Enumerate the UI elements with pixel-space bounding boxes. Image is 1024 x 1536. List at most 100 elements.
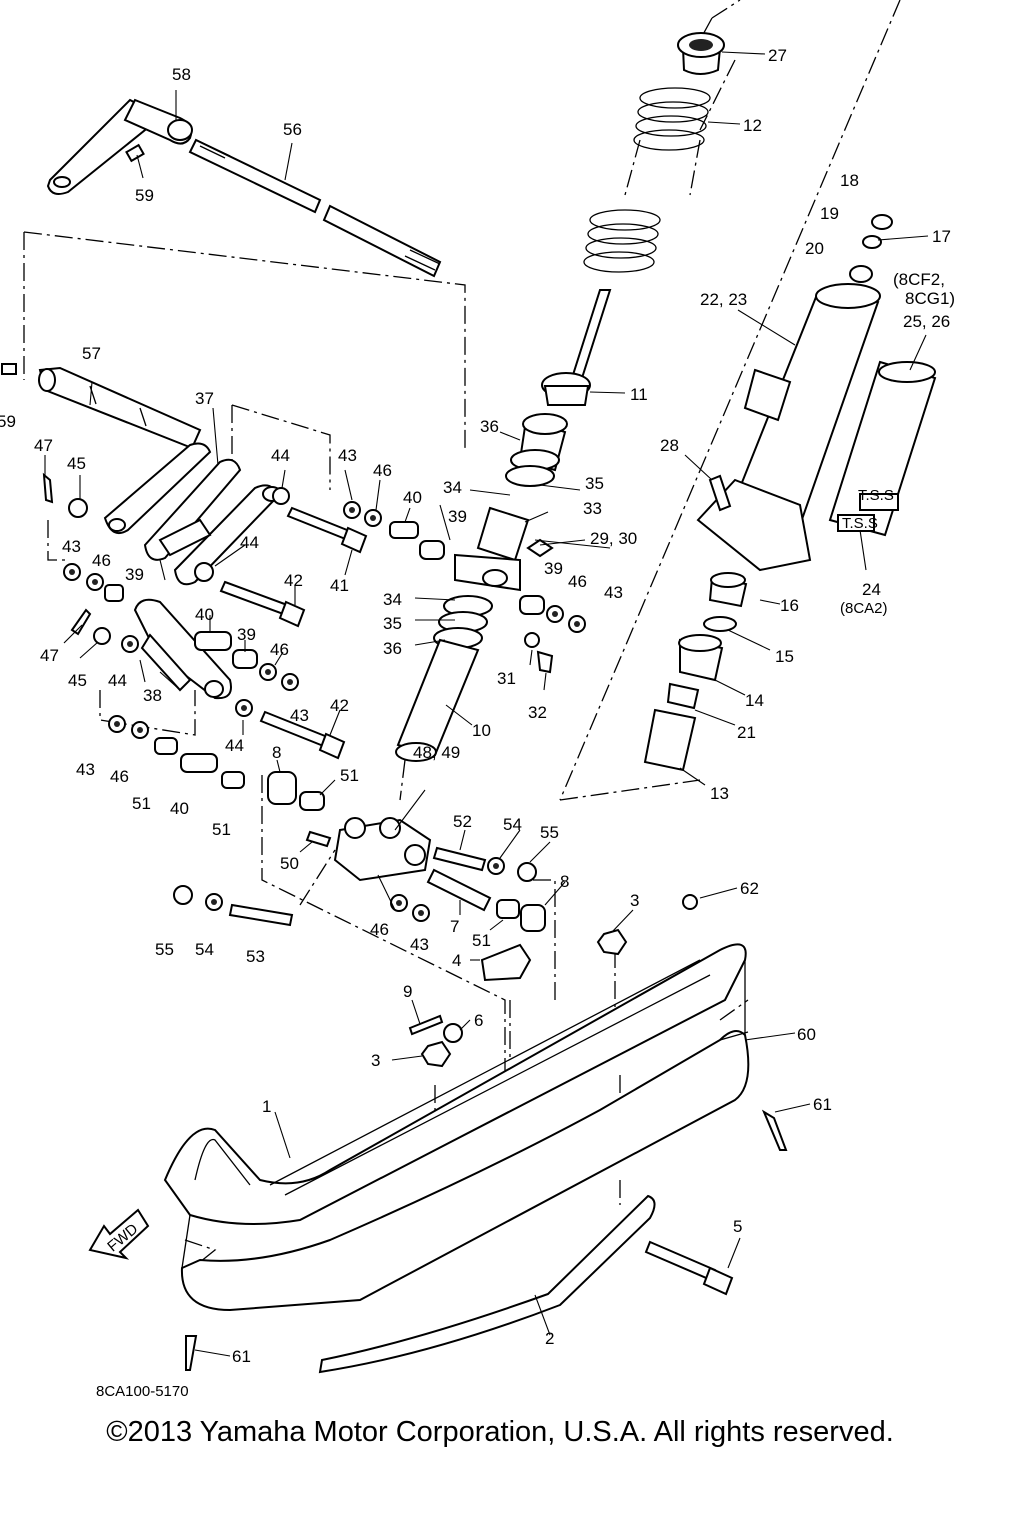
label-53: 53 xyxy=(246,947,265,966)
label-6: 6 xyxy=(474,1011,483,1030)
label-27: 27 xyxy=(768,46,787,65)
label-15: 15 xyxy=(775,647,794,666)
label-44-a: 44 xyxy=(271,446,290,465)
part-1-ski xyxy=(163,943,750,1312)
label-46-d: 46 xyxy=(270,640,289,659)
part-12-spring xyxy=(583,87,711,273)
label-58: 58 xyxy=(172,65,191,84)
label-46-f: 46 xyxy=(370,920,389,939)
part-47-cotter-pin-lower xyxy=(70,608,92,636)
label-note-8cf2: (8CF2, xyxy=(893,270,945,289)
part-2-wear-bar xyxy=(318,1194,656,1374)
label-31: 31 xyxy=(497,669,516,688)
label-39-d: 39 xyxy=(237,625,256,644)
label-54-b: 54 xyxy=(195,940,214,959)
part-22-23-shock-body xyxy=(696,283,881,572)
part-61-pin-right xyxy=(761,1109,788,1151)
label-40-a: 40 xyxy=(403,488,422,507)
label-50: 50 xyxy=(280,854,299,873)
label-47-bottom: 47 xyxy=(40,646,59,665)
part-10-shock-body xyxy=(395,413,568,762)
label-35-bottom: 35 xyxy=(383,614,402,633)
leader-lines xyxy=(44,51,929,1357)
label-note-8cg1: 8CG1) xyxy=(905,289,955,308)
label-59-left: 59 xyxy=(0,412,16,431)
label-8-top: 8 xyxy=(272,743,281,762)
label-54-a: 54 xyxy=(503,815,522,834)
label-59-top: 59 xyxy=(135,186,154,205)
label-46-b: 46 xyxy=(92,551,111,570)
label-62: 62 xyxy=(740,879,759,898)
label-13: 13 xyxy=(710,784,729,803)
label-3-left: 3 xyxy=(371,1051,380,1070)
part-61-pin-left xyxy=(185,1335,198,1371)
label-43-b: 43 xyxy=(62,537,81,556)
part-11-shock-rod xyxy=(541,289,612,406)
label-1: 1 xyxy=(262,1097,271,1116)
label-46-e: 46 xyxy=(110,767,129,786)
label-33: 33 xyxy=(583,499,602,518)
label-2: 2 xyxy=(545,1329,554,1348)
label-43-e: 43 xyxy=(76,760,95,779)
label-51-a: 51 xyxy=(340,766,359,785)
part-24-label xyxy=(837,514,875,532)
label-4: 4 xyxy=(452,951,461,970)
label-28: 28 xyxy=(660,436,679,455)
label-39-b: 39 xyxy=(125,565,144,584)
label-17: 17 xyxy=(932,227,951,246)
parts-artwork xyxy=(1,32,937,1374)
label-51-d: 51 xyxy=(472,931,491,950)
diagram-code: 8CA100-5170 xyxy=(96,1383,189,1400)
label-25-26: 25, 26 xyxy=(903,312,950,331)
part-18-19-20-nuts xyxy=(849,214,893,283)
label-20: 20 xyxy=(805,239,824,258)
label-41: 41 xyxy=(330,576,349,595)
part-41-bolt xyxy=(286,506,368,554)
label-34-bottom: 34 xyxy=(383,590,402,609)
label-43-c: 43 xyxy=(604,583,623,602)
label-57: 57 xyxy=(82,344,101,363)
label-39-c: 39 xyxy=(544,559,563,578)
label-42-a: 42 xyxy=(284,571,303,590)
label-35-top: 35 xyxy=(585,474,604,493)
label-52: 52 xyxy=(453,812,472,831)
label-46-c: 46 xyxy=(568,572,587,591)
part-labels: 27 12 58 56 59 18 19 17 20 (8CF2, 8CG1) … xyxy=(0,46,955,1400)
label-8-bottom: 8 xyxy=(560,872,569,891)
label-55-b: 55 xyxy=(155,940,174,959)
part-53-stud xyxy=(228,903,294,927)
part-4-block xyxy=(480,943,532,982)
part-38-arm xyxy=(133,598,232,700)
part-48-49-block xyxy=(333,817,432,882)
part-59-set-screw-left xyxy=(1,363,17,375)
label-51-b: 51 xyxy=(132,794,151,813)
label-45-top: 45 xyxy=(67,454,86,473)
part-47-cotter-pin-upper xyxy=(42,472,54,504)
part-52-stud xyxy=(432,846,487,872)
label-16: 16 xyxy=(780,596,799,615)
label-36-top: 36 xyxy=(480,417,499,436)
part-42-bolt-upper xyxy=(219,580,306,628)
copyright-notice: ©2013 Yamaha Motor Corporation, U.S.A. A… xyxy=(106,1416,894,1448)
label-14: 14 xyxy=(745,691,764,710)
label-32: 32 xyxy=(528,703,547,722)
part-60-skag xyxy=(719,1031,749,1041)
part-9-pin xyxy=(408,1014,444,1036)
label-39-a: 39 xyxy=(448,507,467,526)
label-44-d: 44 xyxy=(225,736,244,755)
label-21: 21 xyxy=(737,723,756,742)
label-44-b: 44 xyxy=(240,533,259,552)
label-43-f: 43 xyxy=(410,935,429,954)
label-22-23: 22, 23 xyxy=(700,290,747,309)
label-46-a: 46 xyxy=(373,461,392,480)
label-11: 11 xyxy=(630,385,648,404)
label-51-c: 51 xyxy=(212,820,231,839)
label-40-c: 40 xyxy=(170,799,189,818)
label-9: 9 xyxy=(403,982,412,1001)
washers-and-bushings xyxy=(63,487,698,1043)
label-3-right: 3 xyxy=(630,891,639,910)
part-50-screw xyxy=(305,830,332,848)
part-37-linkage xyxy=(103,442,282,586)
label-45-bottom: 45 xyxy=(68,671,87,690)
label-42-b: 42 xyxy=(330,696,349,715)
